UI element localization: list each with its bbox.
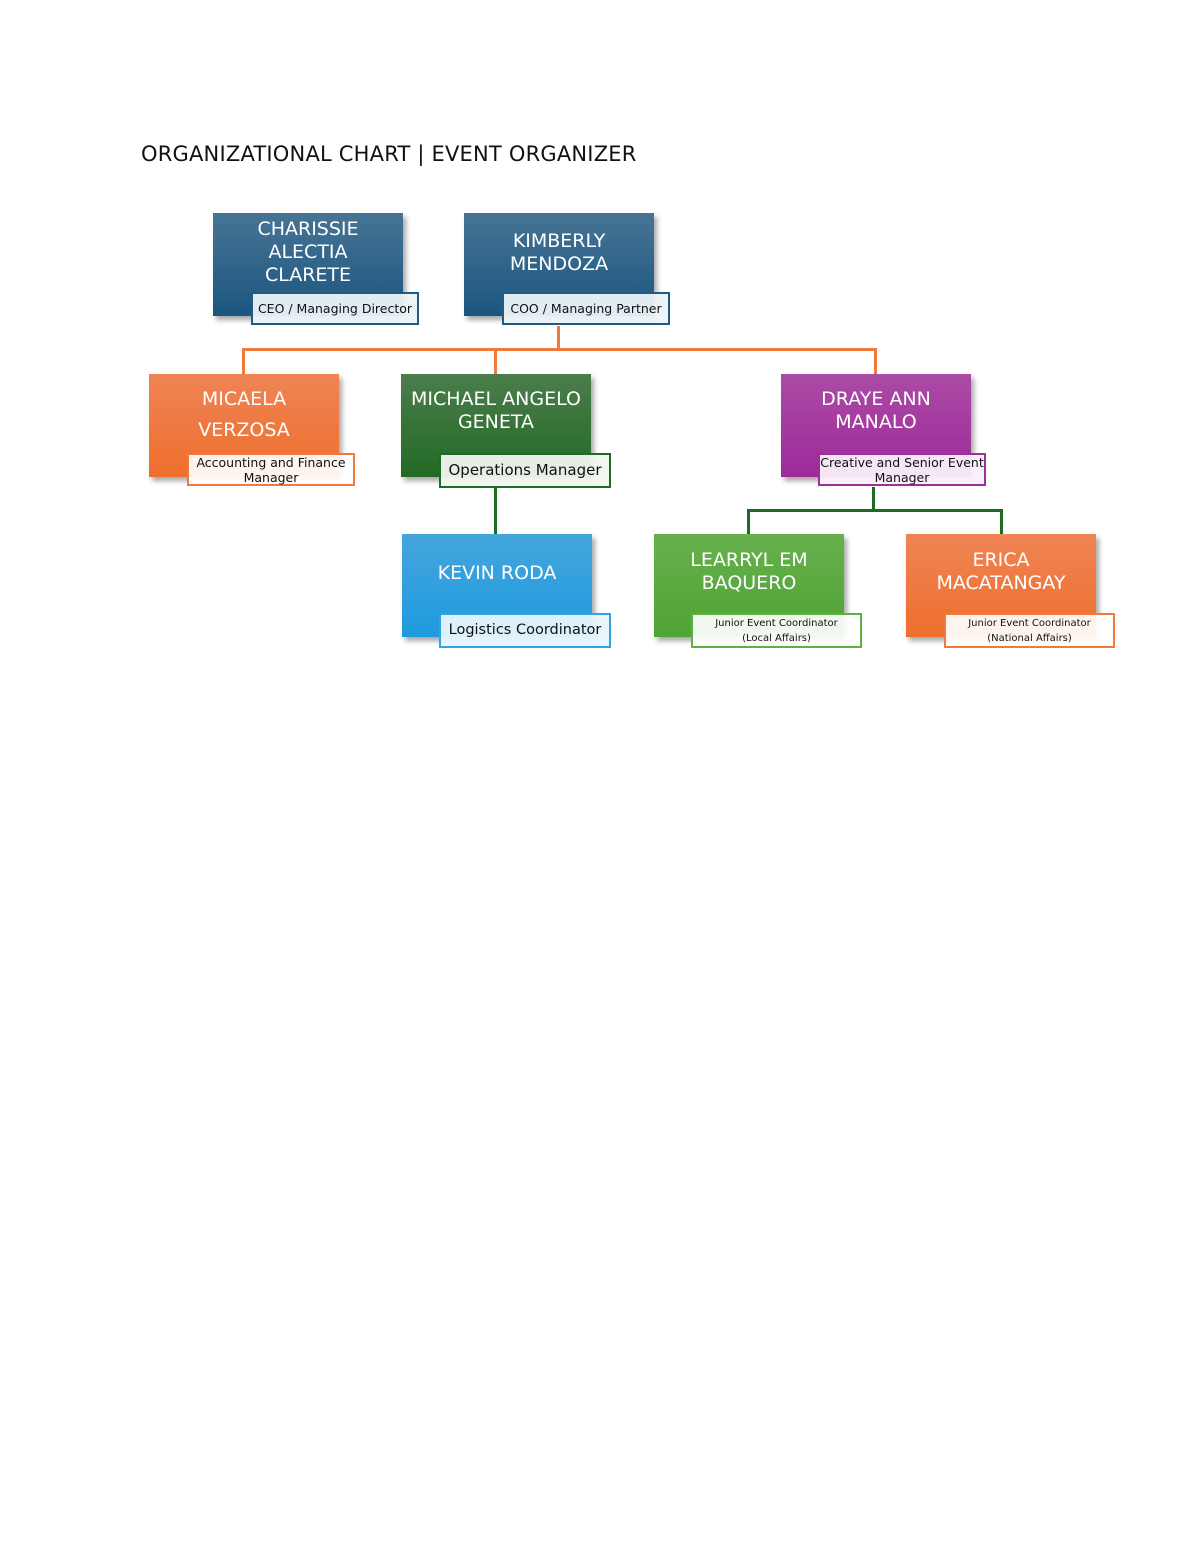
connector-to-erica <box>1000 509 1003 535</box>
connector-to-draye <box>874 348 877 375</box>
role-label: Logistics Coordinator <box>439 613 611 648</box>
connector-level2-horizontal <box>242 348 877 351</box>
page-title: ORGANIZATIONAL CHART | EVENT ORGANIZER <box>141 142 637 166</box>
role-label: Junior Event Coordinator (National Affai… <box>944 613 1115 648</box>
role-label: Creative and Senior Event Manager <box>818 453 986 486</box>
node-name: CHARISSIE ALECTIA CLARETE <box>257 218 359 286</box>
role-label: Junior Event Coordinator (Local Affairs) <box>691 613 862 648</box>
node-name: MICAELA VERZOSA <box>198 388 290 441</box>
node-name: KIMBERLY MENDOZA <box>509 230 609 275</box>
connector-to-learryl <box>747 509 750 535</box>
role-label: COO / Managing Partner <box>502 292 670 325</box>
connector-draye-down <box>872 487 875 511</box>
node-name: KEVIN RODA <box>437 562 557 584</box>
connector-to-micaela <box>242 348 245 375</box>
connector-level3-horizontal <box>747 509 1003 512</box>
node-name: LEARRYL EM BAQUERO <box>690 549 808 594</box>
connector-michael-kevin <box>494 487 497 534</box>
connector-kimberly-down <box>557 326 560 350</box>
connector-to-michael <box>494 348 497 375</box>
role-label: Accounting and Finance Manager <box>187 453 355 486</box>
node-name: MICHAEL ANGELO GENETA <box>411 388 581 433</box>
node-name: ERICA MACATANGAY <box>936 549 1066 594</box>
node-erica: ERICA MACATANGAY <box>906 534 1096 637</box>
role-label: CEO / Managing Director <box>251 292 419 325</box>
role-label: Operations Manager <box>439 453 611 488</box>
node-name: DRAYE ANN MANALO <box>821 388 931 433</box>
